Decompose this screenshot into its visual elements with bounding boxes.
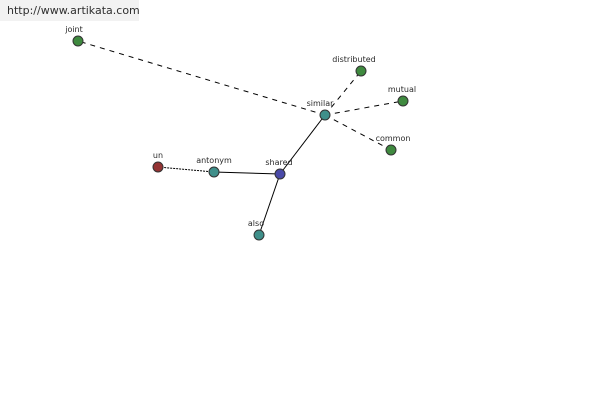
- node-antonym-label[interactable]: antonym: [196, 156, 232, 165]
- node-shared-label[interactable]: shared: [265, 158, 292, 167]
- edge-similar-mutual: [324, 100, 404, 116]
- node-joint-marker[interactable]: [72, 35, 84, 47]
- node-mutual-label[interactable]: mutual: [388, 85, 416, 94]
- node-un[interactable]: un: [152, 151, 164, 173]
- node-common-label[interactable]: common: [376, 134, 411, 143]
- node-un-marker[interactable]: [152, 161, 164, 173]
- node-distributed[interactable]: distributed: [332, 55, 376, 77]
- node-distributed-marker[interactable]: [355, 65, 367, 77]
- node-similar-marker[interactable]: [319, 109, 331, 121]
- node-un-label[interactable]: un: [153, 151, 163, 160]
- node-joint[interactable]: joint: [64, 25, 84, 47]
- node-mutual-marker[interactable]: [397, 95, 409, 107]
- node-also-label[interactable]: also: [248, 219, 264, 228]
- node-distributed-label[interactable]: distributed: [332, 55, 375, 64]
- edge-shared-antonym: [213, 171, 281, 175]
- node-antonym[interactable]: antonym: [196, 156, 232, 178]
- edge-similar-joint: [77, 40, 326, 116]
- edge-similar-distributed: [324, 70, 362, 116]
- node-shared-marker[interactable]: [274, 168, 286, 180]
- node-shared[interactable]: shared: [265, 158, 293, 180]
- edge-shared-also: [258, 173, 281, 236]
- node-similar-label[interactable]: similar: [307, 99, 335, 108]
- node-also[interactable]: also: [248, 219, 265, 241]
- source-url[interactable]: http://www.artikata.com: [0, 0, 140, 21]
- node-antonym-marker[interactable]: [208, 166, 220, 178]
- node-common[interactable]: common: [376, 134, 411, 156]
- edge-similar-common: [324, 114, 392, 151]
- node-joint-label[interactable]: joint: [64, 25, 83, 34]
- edge-antonym-un: [157, 166, 215, 173]
- node-similar[interactable]: similar: [307, 99, 335, 121]
- node-mutual[interactable]: mutual: [388, 85, 416, 107]
- node-also-marker[interactable]: [253, 229, 265, 241]
- edge-shared-similar: [279, 114, 326, 175]
- node-common-marker[interactable]: [385, 144, 397, 156]
